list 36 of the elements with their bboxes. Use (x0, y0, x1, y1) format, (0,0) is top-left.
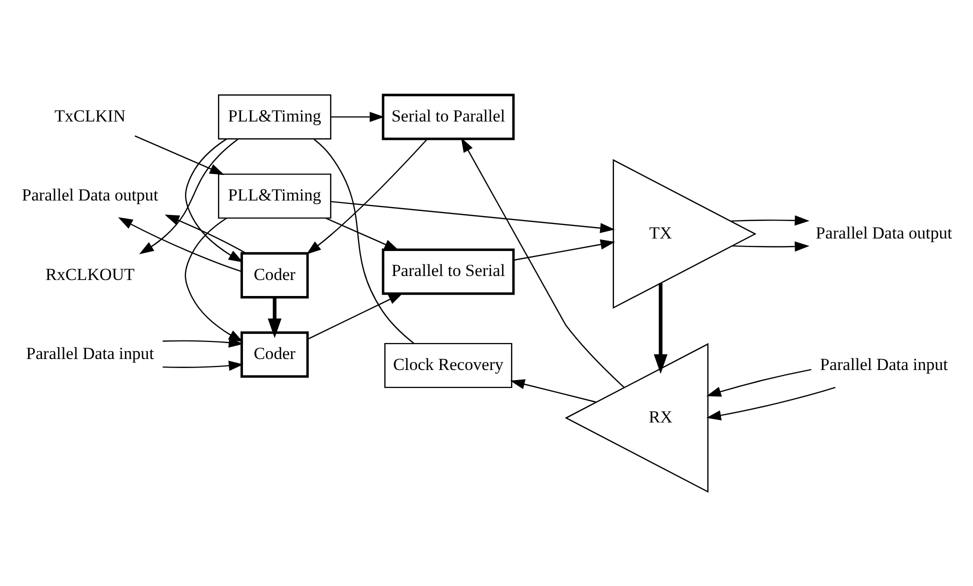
node-box: Clock Recovery (384, 342, 512, 388)
node-text: Parallel Data output (815, 222, 952, 242)
arrow (184, 217, 243, 342)
arrow (138, 138, 238, 254)
connector (313, 138, 414, 344)
node-text: Parallel Data input (820, 354, 948, 374)
arrow (706, 368, 811, 396)
arrow (118, 216, 242, 272)
arrow (267, 297, 281, 338)
node-box: Coder (240, 252, 308, 298)
arrow (706, 386, 836, 420)
arrow (162, 360, 243, 370)
arrow (460, 137, 624, 388)
node-text: TxCLKIN (54, 106, 126, 125)
arrow (306, 138, 428, 254)
arrow (513, 238, 615, 260)
arrow (732, 240, 809, 252)
node-box: Serial to Parallel (381, 93, 514, 140)
arrow (730, 214, 809, 226)
arrow (653, 282, 667, 374)
arrow (162, 336, 243, 348)
arrow (325, 217, 398, 250)
arrow (330, 111, 384, 122)
node-box: Coder (240, 330, 308, 378)
node-box: Parallel to Serial (381, 248, 514, 294)
node-text: Parallel Data output (21, 185, 158, 204)
arrow (164, 214, 246, 254)
node-text: RxCLKOUT (45, 264, 134, 284)
arrow (330, 200, 614, 233)
arrow (306, 292, 403, 340)
arrow (510, 378, 596, 402)
arrow (184, 138, 243, 262)
node-text: Parallel Data input (26, 344, 154, 363)
arrow (134, 134, 224, 174)
node-box: PLL&Timing (217, 94, 331, 139)
node-box: PLL&Timing (217, 173, 331, 218)
